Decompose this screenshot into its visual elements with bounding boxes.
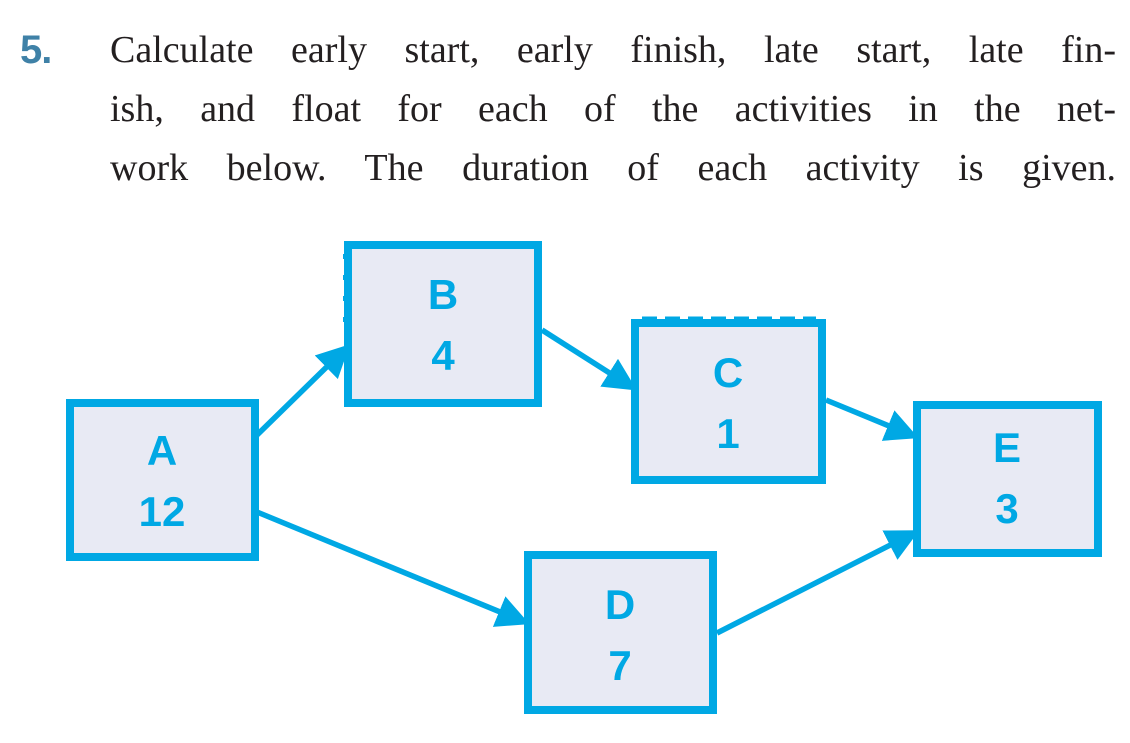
activity-node-D-id: D: [605, 581, 635, 628]
activity-node-C: C 1: [631, 319, 826, 484]
activity-node-E-box: [913, 401, 1102, 557]
activity-node-B-duration: 4: [431, 332, 455, 379]
question-line-1: Calculate early start, early finish, lat…: [110, 29, 1116, 71]
activity-node-C-box: [631, 319, 826, 484]
edge-D-to-E: [715, 530, 920, 636]
activity-node-E-id: E: [993, 424, 1021, 471]
activity-node-E-duration: 3: [995, 485, 1018, 532]
activity-node-D-box: [524, 551, 717, 714]
question-text: Calculate early start, early finish, lat…: [110, 21, 1116, 198]
activity-node-A-duration: 12: [139, 488, 186, 535]
activity-node-B: B 4: [344, 241, 542, 407]
activity-node-C-duration: 1: [716, 410, 739, 457]
edge-A-to-D: [255, 509, 530, 627]
activity-node-A-id: A: [147, 427, 177, 474]
question-line-2: ish, and float for each of the activitie…: [110, 88, 1116, 130]
activity-node-E: E 3: [913, 401, 1102, 557]
question-line-3: work below. The duration of each activit…: [110, 147, 1116, 189]
activity-node-B-box: [344, 241, 542, 407]
edge-B-to-C: [540, 327, 637, 391]
activity-node-D-duration: 7: [608, 642, 631, 689]
question-number: 5.: [20, 28, 52, 72]
edge-C-to-E: [824, 397, 919, 441]
edge-A-to-B: [254, 344, 350, 438]
activity-node-A-box: [66, 399, 259, 561]
activity-node-C-id: C: [713, 349, 743, 396]
activity-node-D: D 7: [524, 551, 717, 714]
activity-node-B-id: B: [428, 271, 458, 318]
activity-node-A: A 12: [66, 399, 259, 561]
